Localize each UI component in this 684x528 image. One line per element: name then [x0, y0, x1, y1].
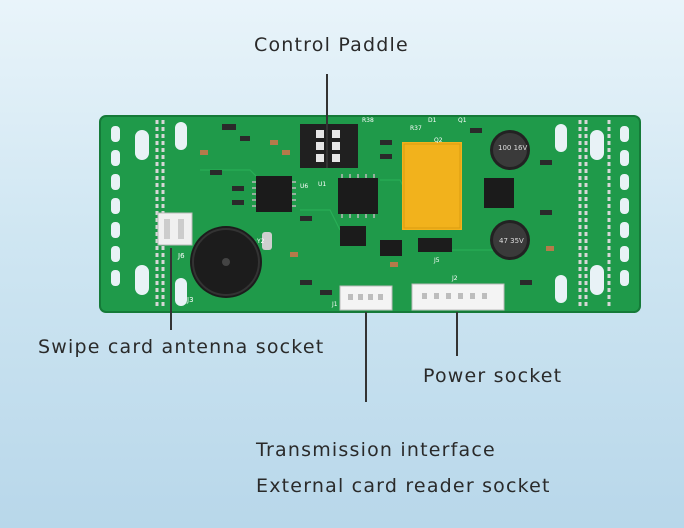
label-control-paddle: Control Paddle [254, 34, 409, 56]
left-mounting-holes [111, 122, 187, 306]
right-mounting-holes [555, 124, 629, 303]
leader-transmission [365, 312, 367, 402]
dip-switch [300, 124, 358, 168]
leader-swipe-antenna [170, 248, 172, 330]
j6-connector [157, 212, 193, 246]
svg-text:J1: J1 [331, 301, 338, 308]
svg-text:Q1: Q1 [458, 117, 467, 124]
ic-u1 [338, 178, 378, 214]
svg-text:100 16V: 100 16V [498, 144, 527, 152]
label-transmission: Transmission interface [256, 439, 496, 461]
svg-text:D1: D1 [428, 117, 437, 124]
svg-text:R38: R38 [362, 117, 374, 124]
capacitor-2: 47 35V [490, 220, 530, 260]
svg-text:R37: R37 [410, 125, 422, 132]
ic-small-2 [380, 240, 402, 256]
capacitor-1: 100 16V [490, 130, 530, 170]
mcu-chip [256, 176, 292, 212]
leader-control-paddle [326, 74, 328, 168]
j6-mark: J6 [177, 252, 185, 260]
crystal [262, 232, 272, 250]
svg-text:J2: J2 [451, 275, 458, 282]
relay [402, 142, 462, 230]
j1-connector [339, 285, 393, 311]
regulator [484, 178, 514, 208]
j3-mark: J3 [186, 296, 194, 304]
label-power-socket: Power socket [423, 365, 563, 387]
svg-text:Q2: Q2 [434, 137, 443, 144]
leader-power-socket [456, 312, 458, 356]
svg-text:U6: U6 [300, 183, 308, 190]
svg-text:J5: J5 [433, 257, 440, 264]
label-external-reader: External card reader socket [256, 475, 551, 497]
label-swipe-antenna: Swipe card antenna socket [38, 336, 325, 358]
svg-text:Y2: Y2 [256, 238, 265, 245]
jumper-j5 [418, 238, 452, 252]
ic-small-1 [340, 226, 366, 246]
svg-text:47 35V: 47 35V [499, 237, 524, 245]
svg-text:U1: U1 [318, 181, 326, 188]
